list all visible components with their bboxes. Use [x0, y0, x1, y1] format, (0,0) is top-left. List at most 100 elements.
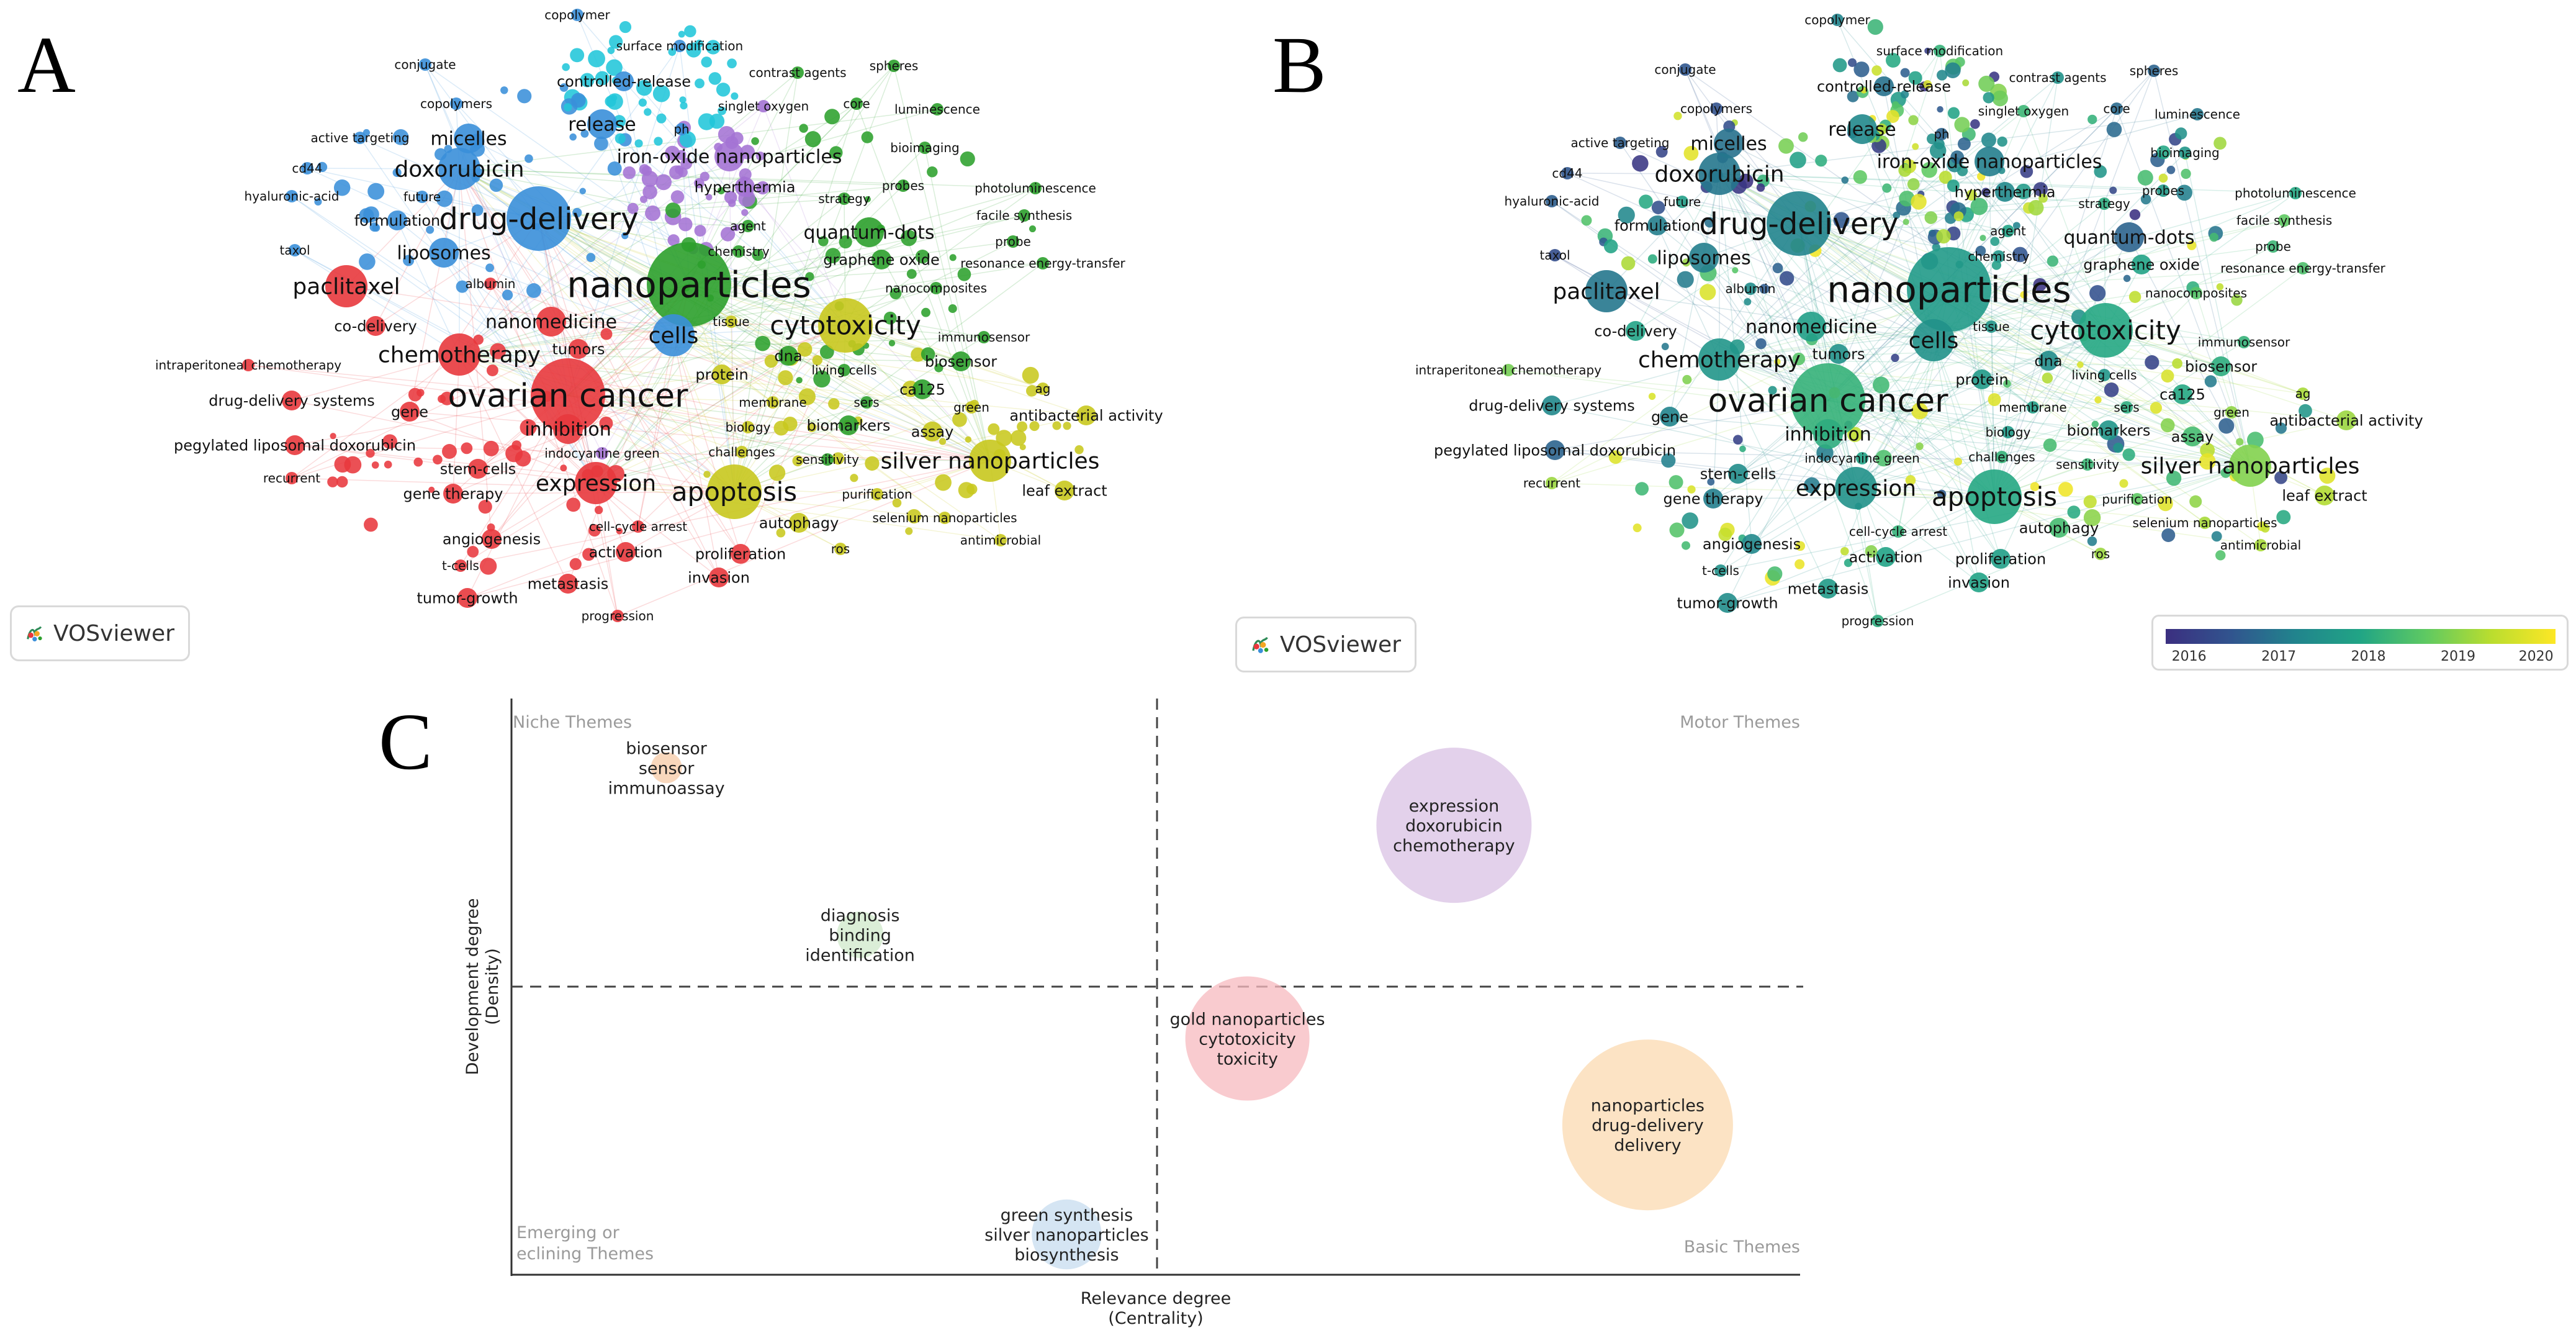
keyword-label-ovarian-cancer: ovarian cancer	[448, 378, 688, 415]
keyword-node	[670, 190, 685, 204]
keyword-node	[935, 474, 952, 491]
keyword-node	[2033, 278, 2047, 292]
keyword-node	[317, 161, 328, 173]
keyword-node-cells	[1912, 319, 1955, 361]
keyword-node-quantum-dots	[2114, 222, 2144, 252]
keyword-node-strategy	[2098, 197, 2110, 210]
keyword-label-chemotherapy: chemotherapy	[1638, 348, 1801, 373]
keyword-node	[525, 154, 533, 163]
keyword-label-cells: cells	[1909, 328, 1959, 354]
keyword-node-luminescence	[931, 103, 943, 115]
cooccurrence-link	[1855, 487, 1979, 583]
keyword-node	[1759, 284, 1770, 294]
keyword-label-antimicrobial: antimicrobial	[2220, 538, 2301, 553]
keyword-node	[2043, 438, 2057, 452]
keyword-node	[2211, 531, 2222, 542]
cooccurrence-link	[1994, 70, 2155, 497]
keyword-node	[2215, 550, 2226, 561]
keyword-node	[701, 57, 713, 68]
keyword-node-cytotoxicity	[2078, 303, 2133, 358]
cooccurrence-link	[459, 168, 674, 336]
cooccurrence-link	[2108, 430, 2251, 466]
cooccurrence-link	[924, 147, 991, 461]
keyword-label-ca125: ca125	[899, 381, 945, 398]
keyword-node	[1981, 132, 1996, 148]
keyword-label-iron-oxide-nanoparticles: iron-oxide nanoparticles	[1877, 152, 2102, 173]
year-gradient-bar	[2166, 629, 2556, 644]
cooccurrence-link	[1798, 223, 2261, 546]
keyword-label-luminescence: luminescence	[894, 102, 980, 117]
cooccurrence-link	[1719, 268, 2304, 360]
cooccurrence-link	[734, 232, 870, 492]
cooccurrence-link	[1798, 223, 2001, 559]
keyword-node-doxorubicin	[1698, 153, 1741, 195]
keyword-node-expression	[1835, 467, 1877, 509]
cooccurrence-link	[538, 218, 597, 484]
keyword-node-conjugate	[419, 58, 431, 71]
keyword-node	[413, 457, 423, 467]
cooccurrence-link	[1719, 173, 1934, 341]
keyword-node	[1779, 271, 1795, 286]
keyword-node	[2113, 442, 2123, 453]
cooccurrence-link	[538, 218, 741, 554]
keyword-label-graphene-oxide: graphene oxide	[2083, 256, 2199, 273]
keyword-node	[797, 342, 813, 357]
keyword-node	[1916, 442, 1924, 450]
keyword-node-copolymer	[571, 9, 583, 21]
cooccurrence-link	[1669, 173, 1720, 417]
vosviewer-label-a: VOSviewer	[53, 620, 174, 646]
cooccurrence-link	[595, 355, 789, 484]
keyword-label-conjugate: conjugate	[394, 57, 456, 72]
keyword-node	[1966, 189, 1978, 201]
keyword-node-chemistry	[732, 245, 745, 258]
keyword-node	[336, 476, 348, 488]
keyword-node-sensitivity	[821, 453, 834, 466]
keyword-node	[727, 58, 737, 69]
cooccurrence-link	[1657, 225, 1720, 360]
keyword-node	[609, 35, 623, 49]
keyword-node-nanocomposites	[2190, 287, 2202, 299]
keyword-node	[2119, 479, 2128, 488]
keyword-node-singlet-oxygen	[2017, 105, 2030, 117]
cooccurrence-link	[2184, 152, 2251, 466]
keyword-node	[1010, 430, 1027, 446]
keyword-node-chemotherapy	[438, 333, 480, 376]
keyword-label-tumor-growth: tumor-growth	[417, 589, 518, 607]
keyword-label-liposomes: liposomes	[1657, 248, 1750, 269]
keyword-node-copolymers	[1710, 102, 1723, 115]
cooccurrence-link	[294, 250, 460, 355]
keyword-node	[798, 388, 816, 405]
keyword-label-cd44: cd44	[292, 161, 322, 176]
cooccurrence-link	[397, 220, 735, 492]
keyword-node-biology	[742, 421, 754, 433]
keyword-node-progression	[1871, 615, 1884, 627]
keyword-node-release	[587, 109, 617, 139]
keyword-label-agent: agent	[1990, 224, 2026, 238]
keyword-label-t-cells: t-cells	[442, 558, 479, 573]
keyword-node	[1700, 284, 1716, 301]
keyword-label-biomarkers: biomarkers	[2067, 422, 2151, 439]
keyword-node	[1970, 197, 1988, 215]
keyword-label-sers: sers	[2114, 400, 2139, 415]
keyword-node	[804, 131, 821, 148]
keyword-node	[883, 311, 897, 325]
keyword-node	[580, 73, 595, 88]
vosviewer-badge-a: VOSviewer	[10, 605, 190, 661]
keyword-label-assay: assay	[911, 423, 954, 440]
keyword-node	[1682, 541, 1691, 550]
keyword-node	[2236, 438, 2244, 446]
panel-letter-b: B	[1272, 20, 1326, 110]
keyword-node	[727, 199, 736, 207]
cooccurrence-link	[443, 252, 597, 484]
cooccurrence-link	[1855, 190, 2164, 489]
keyword-node	[2122, 448, 2135, 461]
vosviewer-logo-icon	[27, 626, 42, 642]
keyword-node-probe	[1007, 235, 1019, 248]
keyword-node	[594, 136, 608, 151]
panel-letter-a: A	[17, 20, 76, 110]
cooccurrence-link	[1750, 288, 2251, 466]
cooccurrence-link	[1713, 359, 1720, 499]
cooccurrence-link	[1883, 86, 2106, 331]
keyword-node	[2319, 468, 2336, 484]
cooccurrence-link	[1751, 340, 1934, 545]
